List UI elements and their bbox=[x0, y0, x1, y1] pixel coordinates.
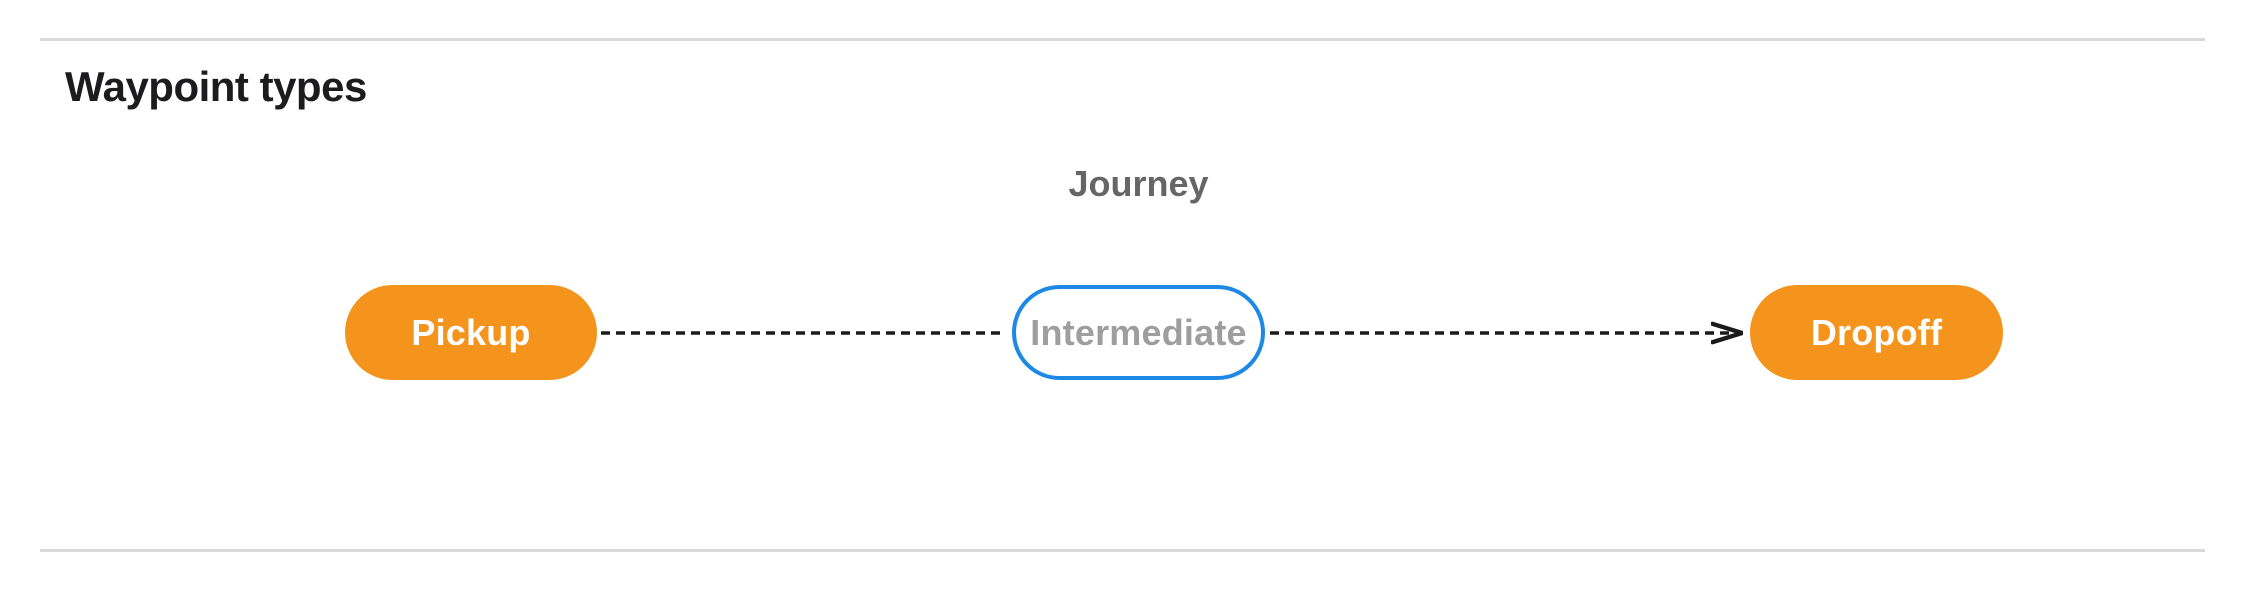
top-divider bbox=[40, 38, 2205, 41]
bottom-divider bbox=[40, 549, 2205, 552]
node-dropoff: Dropoff bbox=[1750, 285, 2003, 380]
node-intermediate-label: Intermediate bbox=[1030, 311, 1247, 353]
page-title: Waypoint types bbox=[65, 63, 367, 110]
journey-label: Journey bbox=[1068, 163, 1209, 204]
node-intermediate: Intermediate bbox=[1012, 285, 1265, 380]
node-dropoff-label: Dropoff bbox=[1810, 311, 1943, 353]
node-pickup: Pickup bbox=[345, 285, 597, 380]
node-pickup-label: Pickup bbox=[411, 311, 531, 353]
